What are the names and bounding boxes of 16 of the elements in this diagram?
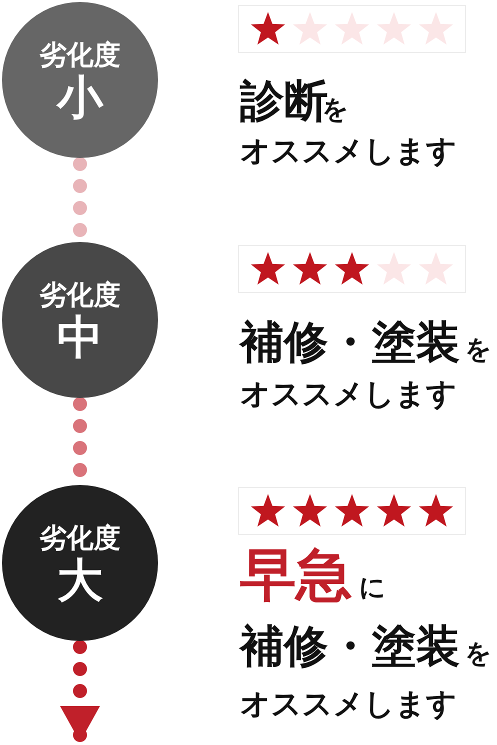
level-heading: 劣化度 (38, 42, 122, 69)
dotted-arrow (60, 640, 100, 745)
level-value: 中 (56, 314, 104, 360)
level-heading: 劣化度 (38, 282, 122, 309)
level-heading: 劣化度 (38, 525, 122, 552)
body-text: に (359, 575, 386, 601)
body-text: オススメします (240, 690, 457, 720)
body-text: オススメします (240, 380, 457, 410)
heading-text: 補修・塗装 (240, 321, 460, 365)
level-value: 大 (56, 557, 104, 603)
level-value: 小 (55, 74, 104, 120)
body-text: を (465, 337, 492, 363)
emphasis-text: 早急 (240, 548, 352, 604)
body-text: オススメします (240, 137, 457, 167)
heading-text: 補修・塗装 (240, 625, 460, 669)
body-text: を (465, 641, 492, 667)
